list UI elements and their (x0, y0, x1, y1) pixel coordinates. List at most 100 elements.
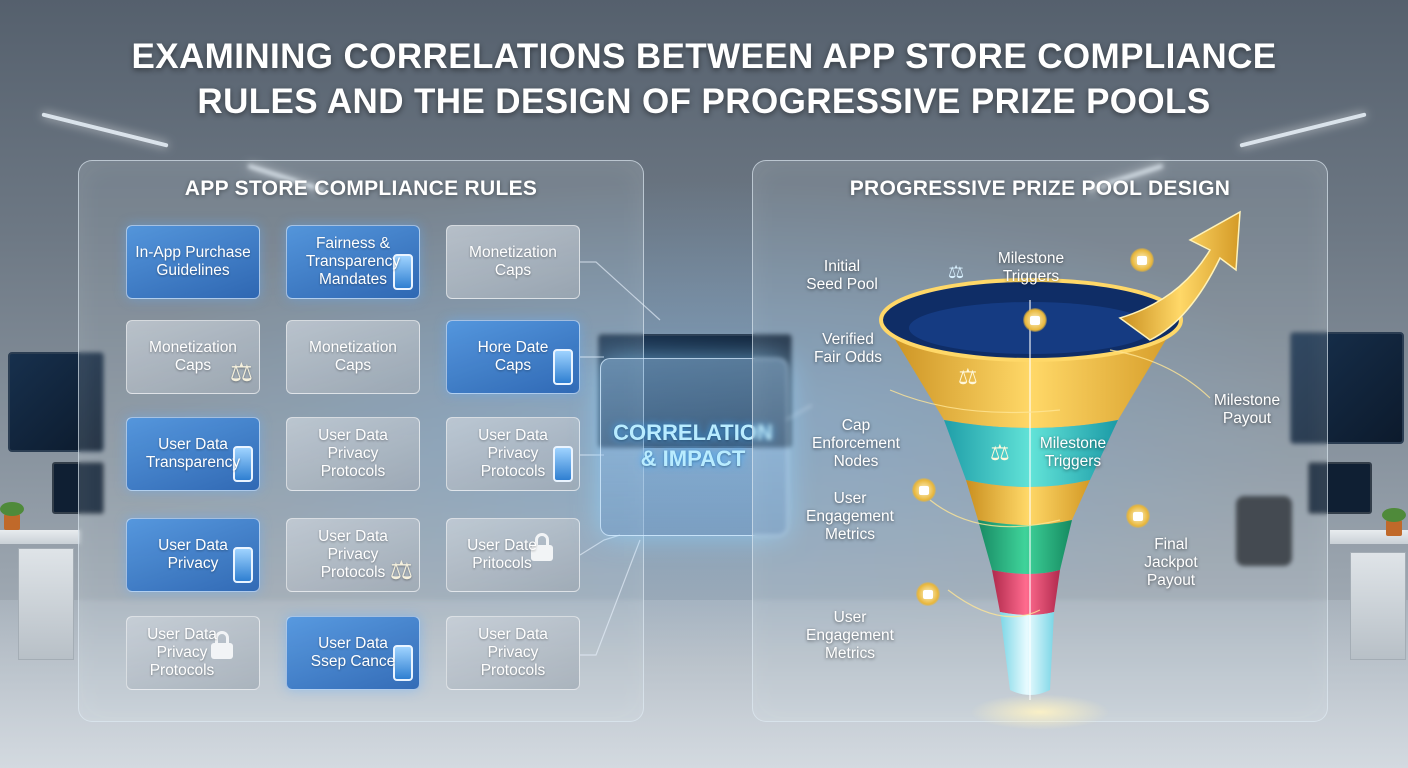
rule-card-label-line: Privacy (487, 644, 539, 661)
rule-card-label-line: User Data (318, 427, 388, 444)
title-line-1: EXAMINING CORRELATIONS BETWEEN APP STORE… (131, 37, 1277, 76)
rule-card-label-line: Caps (494, 262, 532, 279)
funnel-band-green (978, 520, 1072, 574)
phone-icon (553, 349, 573, 385)
rule-card-label-line: User Data (318, 635, 388, 652)
rule-card-label-line: Hore Date (477, 339, 549, 356)
rule-card-label-line: Pritocols (472, 555, 532, 572)
lock-icon (1126, 504, 1150, 528)
lock-icon (1023, 308, 1047, 332)
scale-icon: ⚖ (229, 357, 253, 387)
rule-card-label-line: User Data (147, 626, 217, 643)
lock-icon (1130, 248, 1154, 272)
sparkle-arc (947, 589, 1041, 618)
phone-icon (393, 254, 413, 290)
rule-card-label-line: User Data (318, 528, 388, 545)
rule-card-label-line: Transparency (145, 454, 241, 471)
phone-icon (233, 446, 253, 482)
rule-card-label-line: Caps (334, 357, 372, 374)
title-line-2: RULES AND THE DESIGN OF PROGRESSIVE PRIZ… (197, 82, 1211, 121)
rule-card-label-line: Protocols (480, 662, 546, 679)
rule-card-label-line: Guidelines (156, 262, 230, 279)
rule-card-label-line: Fairness & (315, 235, 391, 252)
label-initial-seed-pool: Initial Seed Pool (806, 258, 878, 293)
rule-card-label-line: Privacy (327, 546, 379, 563)
correlation-line-1: CORRELATION (613, 420, 773, 445)
rule-card-label-line: Protocols (320, 564, 386, 581)
rule-card-label-line: Caps (174, 357, 212, 374)
correlation-line-2: & IMPACT (640, 446, 746, 471)
label-user-engagement-metrics-1: User Engagement Metrics (806, 490, 894, 543)
rule-card-label-line: Protocols (480, 463, 546, 480)
connector-line (580, 261, 661, 321)
scale-icon: ⚖ (389, 555, 413, 585)
rule-card-label-line: Transparency (305, 253, 401, 270)
rule-card-label-line: Privacy (156, 644, 208, 661)
connector-line (580, 539, 641, 656)
phone-icon (393, 645, 413, 681)
rule-card-label-line: In-App Purchase (135, 244, 251, 261)
rule-card-label-line: Protocols (320, 463, 386, 480)
funnel-band-pink (992, 570, 1060, 615)
label-cap-enforcement-nodes: Cap Enforcement Nodes (812, 417, 900, 470)
label-verified-fair-odds: Verified Fair Odds (813, 331, 883, 366)
scale-icon: ⚖ (948, 262, 964, 282)
scale-icon: ⚖ (990, 440, 1010, 465)
rule-card-label-line: Protocols (149, 662, 215, 679)
rule-card-label-line: Monetization (309, 339, 397, 356)
prize-pool-title: PROGRESSIVE PRIZE POOL DESIGN (849, 177, 1231, 200)
rule-card-label-line: Monetization (149, 339, 237, 356)
lock-icon (916, 582, 940, 606)
rule-card-label-line: Monetization (469, 244, 557, 261)
sparkle-arc (889, 389, 1061, 414)
lock-icon (912, 478, 936, 502)
compliance-rules-title: APP STORE COMPLIANCE RULES (184, 177, 538, 200)
rule-card-label-line: Privacy (327, 445, 379, 462)
rule-card-label-line: Caps (494, 357, 532, 374)
scale-icon: ⚖ (958, 364, 978, 389)
growth-arrow (1118, 210, 1241, 341)
rule-card-label-line: Privacy (487, 445, 539, 462)
correlation-label: CORRELATION & IMPACT (600, 420, 786, 472)
funnel-tip (1000, 612, 1054, 695)
phone-icon (233, 547, 253, 583)
sparkle-arc (1109, 349, 1211, 399)
rule-card-label-line: Ssep Cance (310, 653, 396, 670)
rule-card-label-line: Mandates (318, 271, 388, 288)
label-milestone-triggers-mid: Milestone Triggers (1039, 435, 1107, 470)
rule-card-label-line: User Data (478, 427, 548, 444)
label-milestone-triggers-top: Milestone Triggers (997, 250, 1065, 285)
rule-card-label-line: User Date (467, 537, 537, 554)
rule-card-label-line: Privacy (167, 555, 219, 572)
label-final-jackpot-payout: Final Jackpot Payout (1144, 536, 1198, 589)
lock-icon (530, 533, 553, 561)
connector-line (579, 534, 621, 556)
